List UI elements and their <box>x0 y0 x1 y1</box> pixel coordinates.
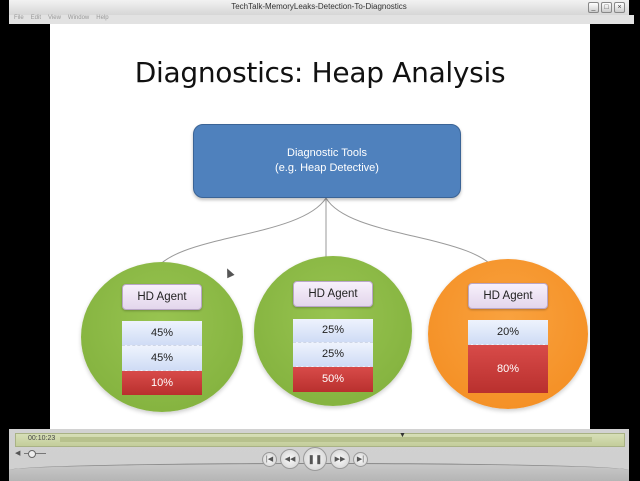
player-controls: 00:10:23 ▼ ◀ |◀ ◀◀ ❚❚ ▶▶ ▶| <box>9 429 629 481</box>
menu-bar: File Edit View Window Help <box>9 15 634 24</box>
agent-label-2: HD Agent <box>293 281 373 307</box>
segment: 20% <box>468 320 548 345</box>
agent-stack-2: 25% 25% 50% <box>293 319 373 392</box>
slide: Diagnostics: Heap Analysis Diagnostic To… <box>50 24 590 429</box>
fast-forward-button[interactable]: ▶▶ <box>330 449 350 469</box>
segment: 50% <box>293 367 373 392</box>
agent-stack-3: 20% 80% <box>468 320 548 393</box>
tool-box-line1: Diagnostic Tools <box>287 147 367 159</box>
seek-track[interactable] <box>60 437 592 442</box>
timeline-bar[interactable]: 00:10:23 ▼ <box>15 432 625 447</box>
menu-edit[interactable]: Edit <box>30 15 42 21</box>
agent-label-1: HD Agent <box>122 284 202 310</box>
slide-title: Diagnostics: Heap Analysis <box>134 56 506 89</box>
close-button[interactable]: × <box>614 2 625 13</box>
agent-stack-1: 45% 45% 10% <box>122 321 202 395</box>
title-bar[interactable]: TechTalk-MemoryLeaks-Detection-To-Diagno… <box>9 0 629 16</box>
maximize-button[interactable]: □ <box>601 2 612 13</box>
tool-box-line2: (e.g. Heap Detective) <box>275 162 379 174</box>
segment: 10% <box>122 371 202 395</box>
menu-help[interactable]: Help <box>96 15 109 21</box>
segment: 25% <box>293 343 373 367</box>
volume-control: ◀ <box>15 449 47 458</box>
timecode: 00:10:23 <box>28 435 56 442</box>
segment: 45% <box>122 346 202 371</box>
volume-slider[interactable] <box>24 449 47 458</box>
rewind-button[interactable]: ◀◀ <box>280 449 300 469</box>
menu-window[interactable]: Window <box>67 15 90 21</box>
skip-forward-button[interactable]: ▶| <box>353 451 368 467</box>
diagnostic-tools-box: Diagnostic Tools (e.g. Heap Detective) <box>193 124 461 198</box>
agent-label-3: HD Agent <box>468 283 548 309</box>
transport-controls: |◀ ◀◀ ❚❚ ▶▶ ▶| <box>262 447 368 471</box>
volume-knob[interactable] <box>28 449 37 458</box>
segment: 80% <box>468 345 548 393</box>
skip-back-button[interactable]: |◀ <box>262 451 277 467</box>
menu-file[interactable]: File <box>14 15 24 21</box>
pause-button[interactable]: ❚❚ <box>303 447 327 471</box>
speaker-icon[interactable]: ◀ <box>15 450 21 457</box>
segment: 45% <box>122 321 202 346</box>
menu-view[interactable]: View <box>48 15 61 21</box>
minimize-button[interactable]: _ <box>588 2 599 13</box>
window-title: TechTalk-MemoryLeaks-Detection-To-Diagno… <box>231 2 407 11</box>
segment: 25% <box>293 319 373 343</box>
player-window: TechTalk-MemoryLeaks-Detection-To-Diagno… <box>9 0 634 481</box>
playhead-icon[interactable]: ▼ <box>399 432 406 439</box>
